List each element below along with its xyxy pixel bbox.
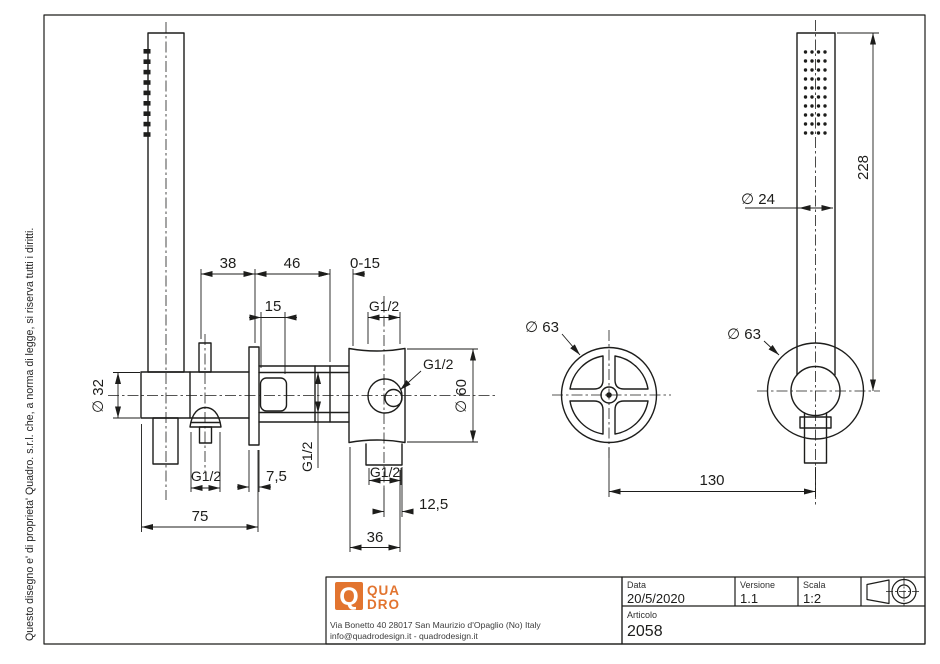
handshower-grip (140, 371, 191, 419)
dim-36-label: 36 (367, 529, 384, 546)
shower-holder-front-view: ∅ 63 130 (608, 326, 880, 497)
dia-holder-grip-label: ∅ 32 (90, 379, 107, 413)
field-scala-value: 1:2 (803, 591, 821, 606)
holder-ball (790, 365, 841, 417)
field-articolo-value: 2058 (627, 623, 663, 640)
adjustable-sleeve (259, 377, 288, 412)
thread-pipe-label: G1/2 (299, 441, 315, 472)
dia-mixer-label: ∅ 60 (453, 379, 470, 413)
mixer-body (348, 347, 406, 444)
inlet-port-circle (384, 388, 403, 408)
logo-q-letter: Q (339, 583, 358, 611)
aerator-dome (189, 406, 222, 428)
projection-symbol-icon (866, 577, 921, 606)
address-line-2: info@quadrodesign.it - quadrodesign.it (330, 631, 478, 641)
spray-nozzles-front (803, 50, 827, 135)
field-data-value: 20/5/2020 (627, 591, 685, 606)
dim-15-label: 15 (265, 298, 282, 315)
dim-130-label: 130 (699, 472, 724, 489)
thread-mixer-top-label: G1/2 (369, 298, 400, 314)
connection-pipe (258, 365, 350, 423)
dia-wheel-label: ∅ 63 (525, 319, 559, 336)
drawing-frame (43, 14, 926, 645)
dim-75-label: 75 (192, 508, 209, 525)
wheel-handle-front-view: ∅ 63 (525, 319, 671, 461)
mixer-bottom-stub (365, 443, 403, 466)
holder-clip (799, 416, 832, 429)
handshower-side-view (140, 22, 191, 500)
thread-aerator-label: G1/2 (191, 468, 222, 484)
dimensions-side-view: 38 46 0-15 15 G1/2 G1/2 ∅ 60 ∅ 32 G1/2 G… (90, 255, 478, 552)
handshower-inlet (152, 417, 179, 465)
spray-nozzles-side (143, 49, 151, 137)
field-data-label: Data (627, 580, 646, 590)
dim-46-label: 46 (284, 255, 301, 272)
wall-flange (248, 346, 260, 446)
dia-holder-front-label: ∅ 63 (727, 326, 761, 343)
field-articolo-label: Articolo (627, 610, 657, 620)
handshower-front-view: ∅ 24 228 (741, 20, 879, 507)
dim-12-5-label: 12,5 (419, 496, 448, 513)
dim-228-label: 228 (855, 155, 872, 180)
holder-rosette (766, 342, 865, 440)
address-line-1: Via Bonetto 40 28017 San Maurizio d'Opag… (330, 620, 541, 630)
field-versione-label: Versione (740, 580, 775, 590)
title-block: Q QUA DRO Via Bonetto 40 28017 San Mauri… (325, 576, 926, 645)
thread-mixer-bottom-label: G1/2 (370, 464, 401, 480)
thread-mixer-inlet-label: G1/2 (423, 356, 454, 372)
dia-handshower-label: ∅ 24 (741, 191, 775, 208)
dim-0-15-label: 0-15 (350, 255, 380, 272)
quadro-logo-icon: Q QUA DRO (335, 582, 400, 612)
logo-word-top: QUA (367, 583, 400, 598)
shower-holder-side-view (189, 334, 260, 472)
field-scala-label: Scala (803, 580, 826, 590)
dim-7-5-label: 7,5 (266, 468, 287, 485)
copyright-note: Questo disegno e' di proprieta' Quadro. … (24, 228, 36, 641)
field-versione-value: 1.1 (740, 591, 758, 606)
dim-38-label: 38 (220, 255, 237, 272)
wheel-hub (600, 386, 618, 404)
logo-word-bottom: DRO (367, 597, 400, 612)
